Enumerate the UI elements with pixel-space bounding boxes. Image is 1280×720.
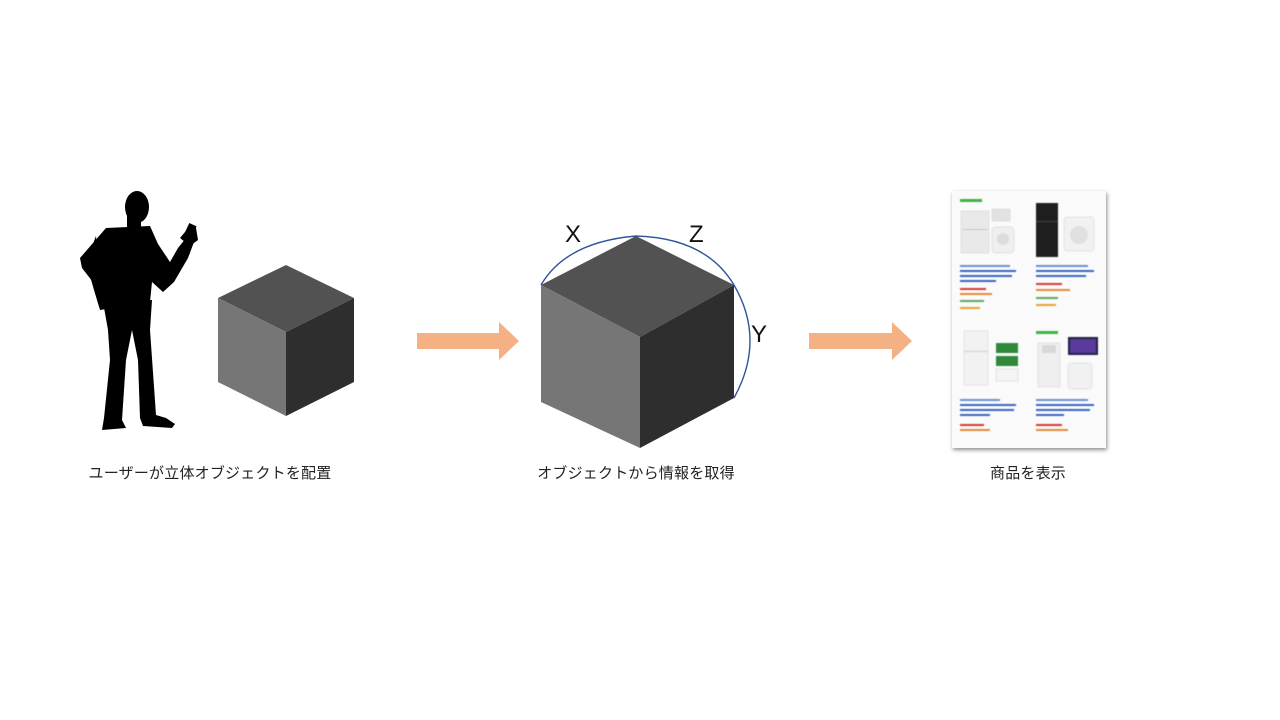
right-arrow-icon — [809, 322, 912, 360]
step-1-caption: ユーザーが立体オブジェクトを配置 — [88, 464, 332, 482]
y-axis-label: Y — [751, 321, 767, 348]
z-dimension-arc — [635, 235, 735, 286]
large-cube-left-face — [541, 285, 640, 448]
z-axis-label: Z — [689, 221, 704, 248]
large-cube-top-face — [541, 236, 734, 337]
small-cube-top-face — [218, 265, 354, 332]
small-cube-left-face — [218, 298, 286, 416]
step-3-caption: 商品を表示 — [989, 464, 1067, 482]
large-cube-right-face — [640, 285, 734, 448]
large-cube — [541, 236, 734, 448]
dimension-arcs — [540, 235, 751, 399]
small-cube — [218, 265, 354, 416]
step-2-caption: オブジェクトから情報を取得 — [537, 464, 735, 482]
product-list-thumbnail-icon — [952, 191, 1106, 448]
person-with-phone-icon — [80, 191, 198, 430]
right-arrow-icon — [417, 322, 519, 360]
y-dimension-arc — [733, 284, 751, 399]
small-cube-right-face — [286, 298, 354, 416]
product-list-thumbnail — [952, 191, 1106, 448]
x-axis-label: X — [565, 221, 581, 248]
x-dimension-arc — [540, 235, 637, 286]
